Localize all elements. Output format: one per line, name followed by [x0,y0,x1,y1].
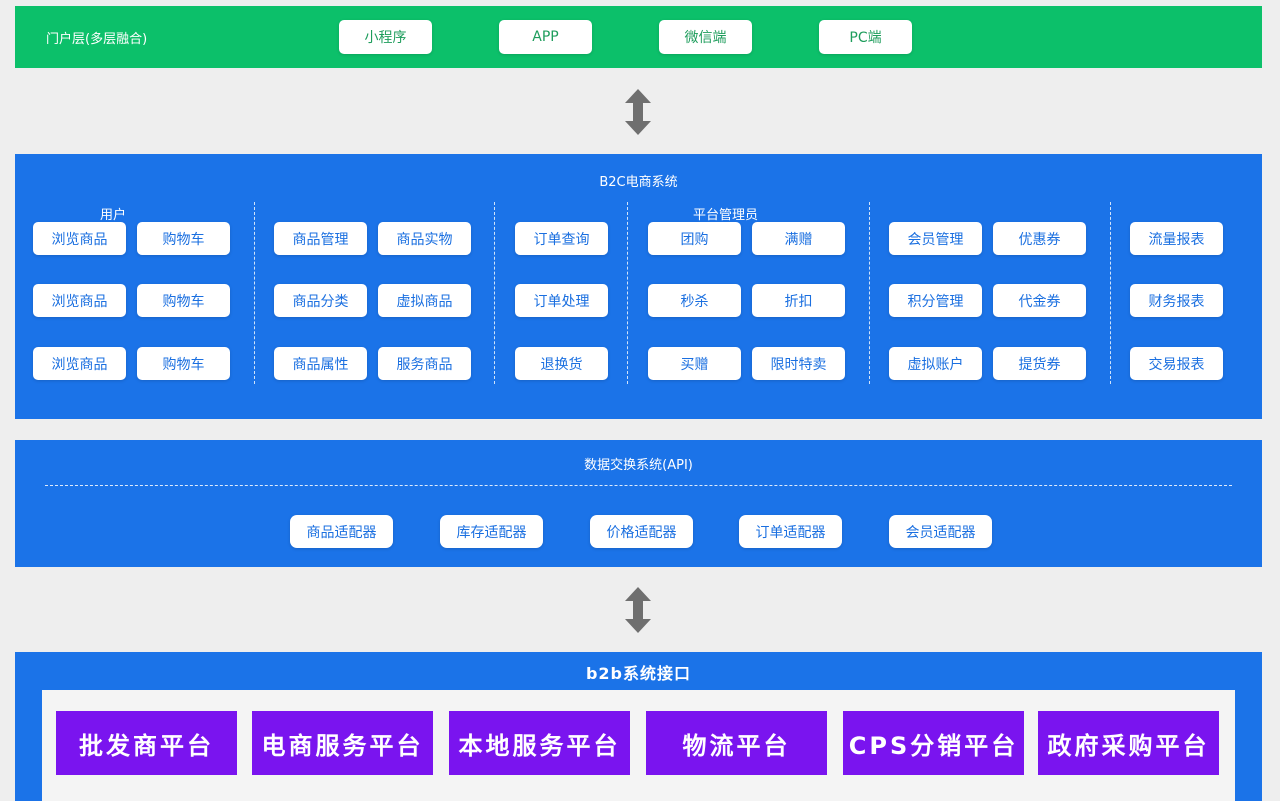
logistics-platform[interactable]: 物流平台 [646,711,827,775]
member-adapter-button[interactable]: 会员适配器 [889,515,992,548]
group-divider [1110,202,1111,384]
user-cart-button[interactable]: 购物车 [137,284,230,317]
flash-sale-button[interactable]: 秒杀 [648,284,741,317]
virtual-goods-button[interactable]: 虚拟商品 [378,284,471,317]
voucher-button[interactable]: 代金券 [993,284,1086,317]
pickup-coupon-button[interactable]: 提货券 [993,347,1086,380]
ecommerce-service-platform[interactable]: 电商服务平台 [252,711,433,775]
group-divider [627,202,628,384]
group-buy-button[interactable]: 团购 [648,222,741,255]
price-adapter-button[interactable]: 价格适配器 [590,515,693,548]
portal-item-wechat[interactable]: 微信端 [659,20,752,54]
portal-item-pc[interactable]: PC端 [819,20,912,54]
user-group-label: 用户 [100,208,127,223]
order-adapter-button[interactable]: 订单适配器 [739,515,842,548]
user-browse-goods-button[interactable]: 浏览商品 [33,222,126,255]
portal-layer: 门户层(多层融合) 小程序 APP 微信端 PC端 [15,6,1262,68]
api-exchange-system: 数据交换系统(API) 商品适配器 库存适配器 价格适配器 订单适配器 会员适配… [15,440,1262,567]
double-arrow-icon [623,89,653,135]
finance-report-button[interactable]: 财务报表 [1130,284,1223,317]
group-divider [494,202,495,384]
inventory-adapter-button[interactable]: 库存适配器 [440,515,543,548]
full-gift-button[interactable]: 满赠 [752,222,845,255]
points-management-button[interactable]: 积分管理 [889,284,982,317]
double-arrow-icon [623,587,653,633]
user-browse-goods-button[interactable]: 浏览商品 [33,347,126,380]
group-divider [869,202,870,384]
goods-attribute-button[interactable]: 商品属性 [274,347,367,380]
goods-adapter-button[interactable]: 商品适配器 [290,515,393,548]
discount-button[interactable]: 折扣 [752,284,845,317]
traffic-report-button[interactable]: 流量报表 [1130,222,1223,255]
cps-distribution-platform[interactable]: CPS分销平台 [843,711,1024,775]
virtual-account-button[interactable]: 虚拟账户 [889,347,982,380]
b2c-title: B2C电商系统 [599,175,678,190]
local-service-platform[interactable]: 本地服务平台 [449,711,630,775]
service-goods-button[interactable]: 服务商品 [378,347,471,380]
wholesaler-platform[interactable]: 批发商平台 [56,711,237,775]
group-divider [254,202,255,384]
b2b-interface: b2b系统接口 批发商平台 电商服务平台 本地服务平台 物流平台 CPS分销平台… [15,652,1262,801]
return-exchange-button[interactable]: 退换货 [515,347,608,380]
b2b-title: b2b系统接口 [585,664,692,683]
user-cart-button[interactable]: 购物车 [137,222,230,255]
portal-item-app[interactable]: APP [499,20,592,54]
order-process-button[interactable]: 订单处理 [515,284,608,317]
portal-item-miniprogram[interactable]: 小程序 [339,20,432,54]
b2b-platform-container: 批发商平台 电商服务平台 本地服务平台 物流平台 CPS分销平台 政府采购平台 [42,690,1235,801]
limited-sale-button[interactable]: 限时特卖 [752,347,845,380]
government-procurement-platform[interactable]: 政府采购平台 [1038,711,1219,775]
goods-category-button[interactable]: 商品分类 [274,284,367,317]
api-divider [45,485,1232,486]
buy-gift-button[interactable]: 买赠 [648,347,741,380]
user-cart-button[interactable]: 购物车 [137,347,230,380]
coupon-button[interactable]: 优惠券 [993,222,1086,255]
order-query-button[interactable]: 订单查询 [515,222,608,255]
trade-report-button[interactable]: 交易报表 [1130,347,1223,380]
portal-layer-label: 门户层(多层融合) [46,32,148,47]
b2c-system: B2C电商系统 用户 平台管理员 浏览商品 浏览商品 浏览商品 购物车 购物车 … [15,154,1262,419]
user-browse-goods-button[interactable]: 浏览商品 [33,284,126,317]
admin-group-label: 平台管理员 [693,208,759,223]
physical-goods-button[interactable]: 商品实物 [378,222,471,255]
api-title: 数据交换系统(API) [584,458,693,473]
goods-management-button[interactable]: 商品管理 [274,222,367,255]
member-management-button[interactable]: 会员管理 [889,222,982,255]
